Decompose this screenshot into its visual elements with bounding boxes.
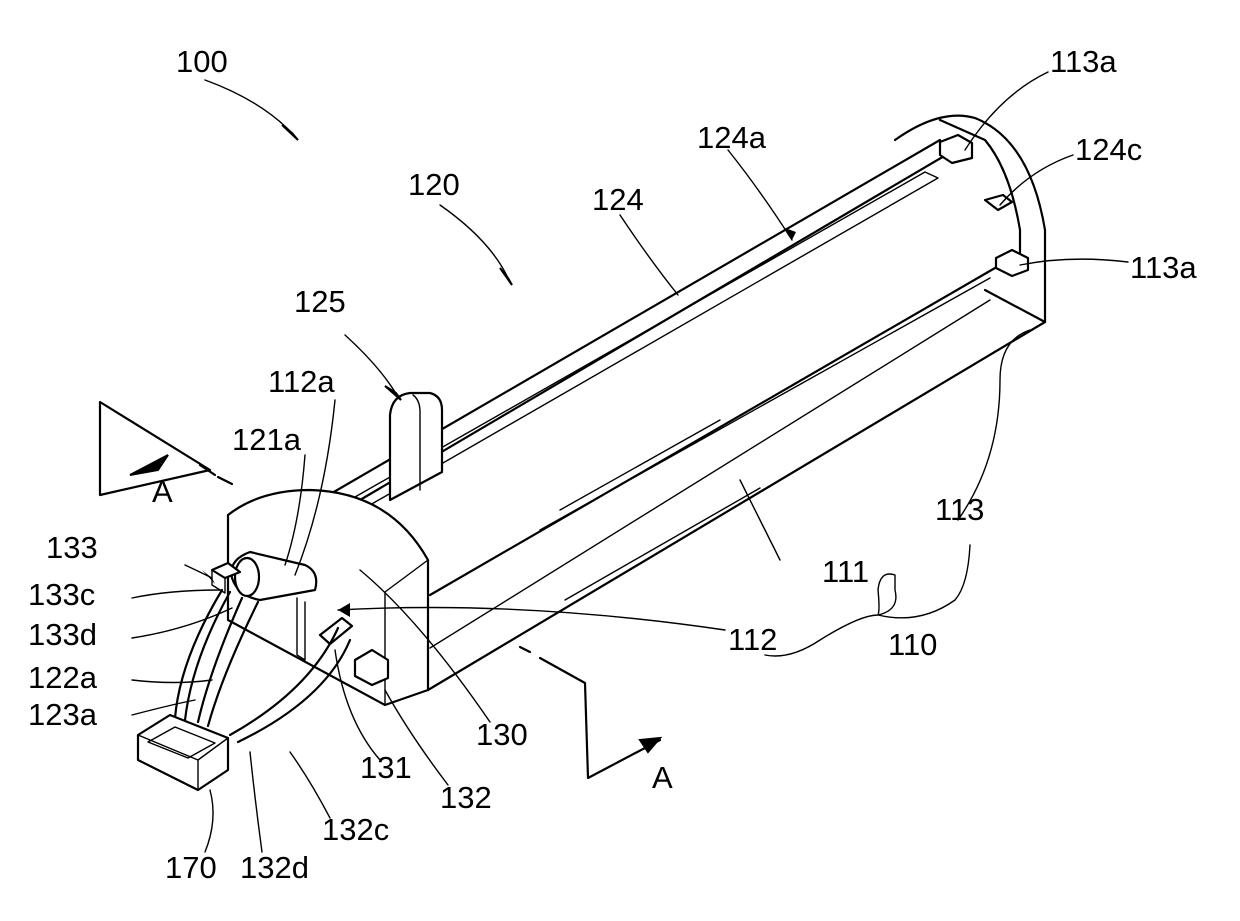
- label-section-a-left: A: [152, 474, 173, 509]
- bottom-inner-line: [430, 300, 990, 648]
- label-111: 111: [822, 554, 869, 589]
- clip-113a-bottom: [996, 250, 1028, 276]
- label-112: 112: [728, 622, 777, 657]
- leader-170: [205, 790, 213, 852]
- leader-113a-bottom: [1020, 259, 1128, 265]
- label-133c: 133c: [28, 577, 95, 612]
- label-100: 100: [176, 44, 228, 79]
- section-dash-right-1: [520, 647, 530, 652]
- label-122a: 122a: [28, 660, 98, 695]
- cylinder-ridge: [430, 268, 995, 595]
- leader-133d: [132, 608, 232, 638]
- label-124c: 124c: [1075, 132, 1142, 167]
- label-125: 125: [294, 284, 346, 319]
- tab-125: [390, 393, 442, 500]
- label-112a: 112a: [268, 364, 335, 399]
- label-170: 170: [165, 850, 217, 885]
- leader-132c: [290, 752, 330, 818]
- shaft-end: [235, 558, 259, 596]
- label-120: 120: [408, 167, 460, 202]
- leader-132d: [250, 752, 262, 852]
- label-133: 133: [46, 530, 98, 565]
- shade-line-1: [560, 420, 720, 510]
- label-123a: 123a: [28, 697, 98, 732]
- arrow-120-head: [500, 268, 512, 285]
- connector-170: [138, 715, 228, 790]
- arrow-133-head: [202, 570, 215, 584]
- label-124: 124: [592, 182, 644, 217]
- label-131: 131: [360, 750, 412, 785]
- label-130: 130: [476, 717, 528, 752]
- arrow-100-head: [282, 125, 298, 140]
- arrow-100-line: [205, 80, 292, 133]
- label-132: 132: [440, 780, 492, 815]
- section-dash-left-1: [200, 465, 215, 475]
- connector-170-body: [138, 715, 228, 790]
- leader-122a: [132, 680, 212, 683]
- brace-110-right: [878, 545, 970, 618]
- label-132c: 132c: [322, 812, 389, 847]
- label-132d: 132d: [240, 850, 309, 885]
- bottom-right-corner: [985, 290, 1045, 322]
- section-dash-left-2: [218, 477, 232, 484]
- label-110: 110: [888, 627, 937, 662]
- leader-124a: [728, 150, 792, 240]
- tab-125-body: [390, 393, 442, 500]
- arrow-120-line: [440, 205, 508, 278]
- label-113a-bottom: 113a: [1130, 250, 1197, 285]
- label-113: 113: [935, 492, 984, 527]
- section-arrow-left: [130, 455, 168, 475]
- leader-124: [620, 215, 678, 295]
- shade-line-2: [565, 488, 760, 600]
- arrow-125-line: [345, 335, 395, 392]
- leader-133c: [132, 590, 220, 598]
- section-marker-right: [540, 658, 660, 778]
- label-133d: 133d: [28, 617, 97, 652]
- label-124a: 124a: [697, 120, 767, 155]
- wire-133c: [175, 590, 222, 718]
- label-113a-top: 113a: [1050, 44, 1117, 79]
- cylinder-highlight: [540, 278, 990, 530]
- label-section-a-right: A: [652, 760, 673, 795]
- label-121a: 121a: [232, 422, 302, 457]
- clip-113a-top: [940, 135, 972, 163]
